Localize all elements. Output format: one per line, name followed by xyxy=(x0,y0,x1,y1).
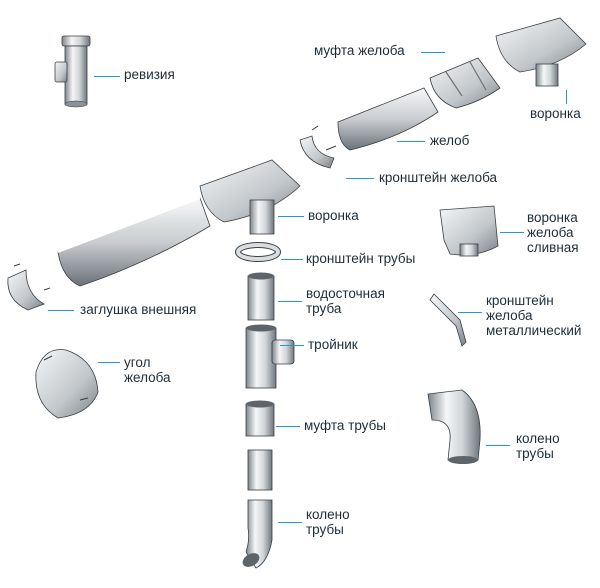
label-pipe-elbow-bottom: колено трубы xyxy=(306,507,350,537)
label-end-cap: заглушка внешняя xyxy=(80,302,197,317)
label-pipe-elbow-right: колено трубы xyxy=(516,431,560,461)
gutter-coupling-part xyxy=(429,57,501,109)
label-pipe-bracket: кронштейн трубы xyxy=(306,251,416,266)
leader-gutter-corner xyxy=(98,362,120,363)
label-gutter-coupling: муфта желоба xyxy=(314,43,405,58)
leader-revision xyxy=(94,76,120,77)
label-tee: тройник xyxy=(308,337,358,352)
label-funnel-drain: воронка желоба сливная xyxy=(527,210,579,255)
label-gutter: желоб xyxy=(430,133,470,148)
leader-pipe-elbow-right xyxy=(486,445,510,446)
label-funnel-mid: воронка xyxy=(308,208,359,223)
leader-funnel-mid xyxy=(278,216,304,217)
revision-part xyxy=(54,35,91,108)
downpipe-part xyxy=(247,272,275,321)
label-gutter-bracket: кронштейн желоба xyxy=(379,170,498,185)
label-metal-bracket: кронштейн желоба металлический xyxy=(486,293,582,338)
leader-tee xyxy=(280,345,304,346)
leader-pipe-elbow-bottom xyxy=(278,522,302,523)
label-revision: ревизия xyxy=(124,67,175,82)
funnel-drain-part xyxy=(439,205,499,257)
gutter-segment xyxy=(337,87,439,151)
funnel-mid-part xyxy=(199,159,301,235)
main-gutter xyxy=(57,197,211,287)
label-pipe-coupling: муфта трубы xyxy=(304,418,387,433)
metal-bracket-part xyxy=(429,293,467,347)
pipe-bracket-part xyxy=(235,242,281,262)
leader-funnel-top xyxy=(566,90,567,104)
label-downpipe: водосточная труба xyxy=(306,286,385,316)
leader-funnel-drain xyxy=(500,232,524,233)
leader-pipe-bracket xyxy=(281,259,303,260)
pipe-elbow-bottom-part xyxy=(242,499,273,569)
leader-pipe-coupling xyxy=(276,426,300,427)
pipe-section-part xyxy=(247,449,273,491)
label-funnel-top: воронка xyxy=(530,106,581,121)
funnel-top-part xyxy=(495,17,587,87)
end-cap-part xyxy=(7,263,51,311)
leader-metal-bracket xyxy=(458,312,482,313)
tee-part xyxy=(245,324,295,389)
leader-end-cap xyxy=(48,310,74,311)
pipe-coupling-part xyxy=(245,400,275,437)
leader-gutter xyxy=(397,141,425,142)
pipe-elbow-right-part xyxy=(427,389,481,464)
label-gutter-corner: угол желоба xyxy=(124,355,171,385)
leader-gutter-coupling xyxy=(421,52,445,53)
gutter-bracket-part xyxy=(299,125,337,169)
gutter-corner-part xyxy=(35,349,99,419)
leader-downpipe xyxy=(278,301,302,302)
leader-gutter-bracket xyxy=(346,178,374,179)
